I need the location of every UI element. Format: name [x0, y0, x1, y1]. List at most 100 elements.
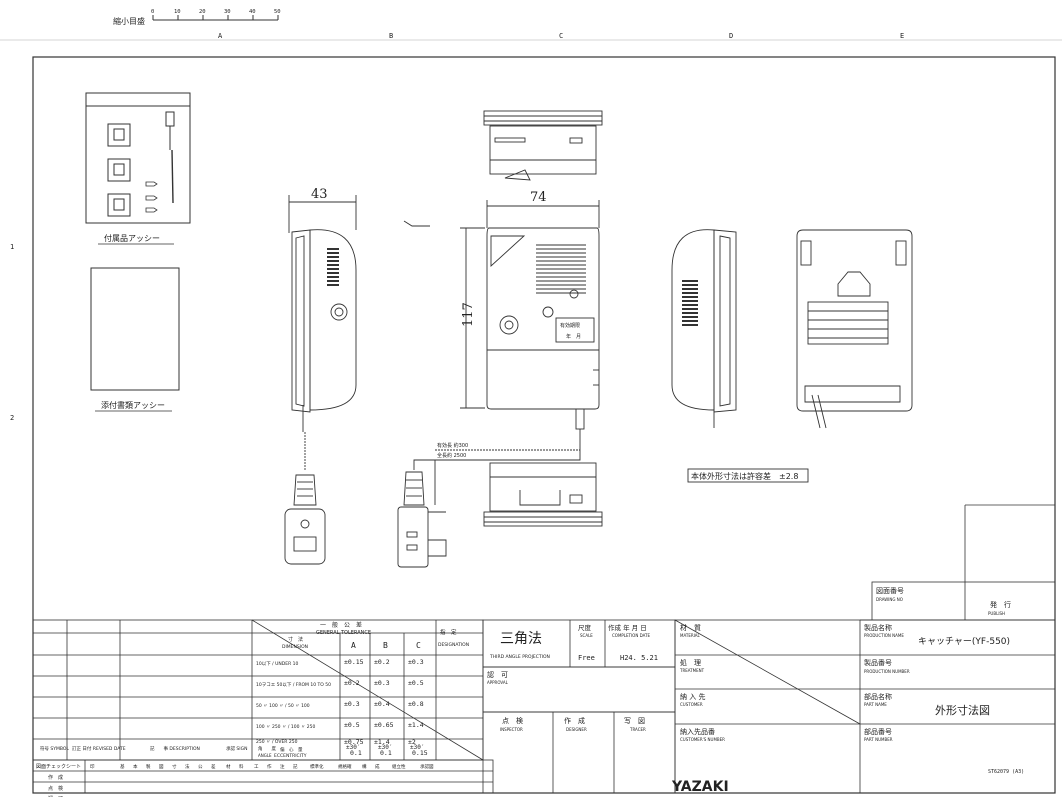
zone-labels: A B C D E 1 2: [0, 32, 1062, 422]
row-label: 2: [10, 414, 14, 422]
sheet-code: ST62079 (A3): [988, 769, 1024, 775]
scale-bar: 縮小目盛 0 10 20 30 40 50: [113, 9, 281, 26]
rear-view: [796, 229, 913, 429]
cord-total-length: 全長約 2500: [437, 452, 466, 459]
part-name-label: 部品名称: [864, 692, 892, 701]
publish-label-en: PUBLISH: [988, 611, 1005, 616]
check-column: 組立性: [392, 763, 406, 770]
general-tolerance-title-en: GENERAL TOLERANCE: [316, 630, 371, 636]
part-number-label-en: PART NUMBER: [864, 737, 893, 742]
approval-label: 認 可: [487, 670, 508, 679]
check-column: 印: [90, 763, 95, 770]
ecc-a: 0.1: [350, 749, 362, 757]
dim-width-side: 43: [311, 187, 328, 202]
angle-label: 角 度: [258, 745, 276, 752]
ecc-b: 0.1: [380, 749, 392, 757]
check-column: 図: [159, 764, 164, 770]
revision-header: 記 事 DESCRIPTION: [150, 745, 200, 752]
designer-label-en: DESIGNER: [566, 727, 587, 732]
tol-dim-3: 50 〃 100 〃 / 50 〃 100: [256, 703, 310, 709]
tol-a-5: ±0.75: [344, 738, 364, 746]
accessory-kit: 付属品アッシー: [85, 92, 191, 245]
scale-tick: 0: [151, 9, 154, 15]
row-label: 1: [10, 243, 14, 251]
bottom-view: [483, 462, 603, 527]
check-sheet-label: 図面チェックシート: [36, 764, 81, 770]
side-view-right: [671, 229, 737, 428]
projection-label: 三角法: [500, 631, 542, 647]
tolerance-note: 本体外形寸法は許容差 ±2.8: [687, 468, 809, 483]
tol-dim-1: 10以下 / UNDER 10: [256, 661, 298, 667]
scale-tick: 30: [224, 9, 231, 15]
part-number-label: 部品番号: [864, 727, 892, 736]
revision-header: 訂正 日付 REVISED DATE: [72, 745, 126, 752]
scale-value: Free: [578, 654, 595, 662]
documents-kit: 添付書類アッシー: [90, 267, 180, 412]
customer-number-label: 納入先品番: [680, 727, 715, 736]
column-label: B: [389, 32, 393, 40]
tolerance-note-text: 本体外形寸法は許容差 ±2.8: [691, 471, 798, 481]
scale-tick: 10: [174, 9, 181, 15]
completion-date-label: 作成 年 月 日: [608, 623, 647, 632]
class-c: C: [416, 641, 421, 650]
check-column: 法: [185, 763, 190, 770]
treatment-label: 処 理: [680, 658, 701, 667]
ecc-c: 0.15: [412, 749, 428, 757]
check-column: 基: [120, 763, 125, 770]
tol-c-1: ±0.3: [408, 658, 424, 666]
tol-b-1: ±0.2: [374, 658, 390, 666]
yazaki-logo: YAZAKI: [671, 779, 729, 795]
scale-bar-label: 縮小目盛: [113, 16, 145, 26]
angle-label-en: ANGLE: [258, 753, 272, 758]
accessory-kit-label: 付属品アッシー: [104, 233, 160, 243]
product-name-value: キャッチャー(YF-550): [918, 636, 1010, 647]
revision-header: 承認 SIGN: [226, 745, 247, 752]
designation-label-en: DESIGNATION: [438, 642, 469, 648]
cord-effective-length: 有効長 約300: [437, 442, 468, 449]
customer-label-en: CUSTOMER: [680, 702, 703, 707]
inspector-label: 点 検: [502, 716, 523, 725]
check-column: 工: [254, 764, 259, 770]
tol-a-2: ±0.2: [344, 679, 360, 687]
publish-label: 発 行: [990, 600, 1011, 609]
tol-dim-5: 250 〃 / OVER 250: [256, 739, 298, 745]
product-name-label: 製品名称: [864, 623, 892, 632]
tol-a-1: ±0.15: [344, 658, 364, 666]
eccentricity-label-en: ECCENTRICITY: [274, 753, 307, 759]
dimension-header: 寸 法: [288, 636, 303, 643]
check-column: 公: [198, 765, 203, 770]
check-column: 材: [226, 763, 231, 770]
tracer-label-en: TRACER: [629, 727, 646, 732]
sign-row: 点 検: [48, 785, 63, 792]
drawing-no-label-en: DRAWING NO: [876, 597, 903, 602]
customer-number-label-en: CUSTOMER'S NUMBER: [680, 737, 725, 742]
customer-label: 納 入 先: [680, 692, 705, 701]
check-column: 規格確: [338, 763, 352, 770]
tol-b-4: ±0.65: [374, 721, 394, 729]
column-label: C: [559, 32, 563, 40]
dim-height: 117: [461, 302, 476, 327]
projection-label-en: THIRD ANGLE PROJECTION: [489, 654, 550, 660]
tol-c-4: ±1.4: [408, 721, 424, 729]
angle-c: ±30′: [410, 744, 424, 751]
check-column: 作: [267, 763, 272, 770]
completion-date-value: H24. 5.21: [620, 654, 658, 662]
check-column: 寸: [172, 763, 177, 770]
product-name-label-en: PRODUCTION NAME: [864, 633, 904, 638]
tol-c-2: ±0.5: [408, 679, 424, 687]
product-number-label: 製品番号: [864, 658, 892, 667]
front-view: 74 117 有効期限 年 月 有効長 約300 全長約 2500: [397, 190, 600, 568]
tol-b-5: ±1.4: [374, 738, 390, 746]
frame-border: [32, 56, 1056, 794]
tol-dim-2: 10ヲコエ 50以下 / FROM 10 TO 50: [256, 682, 331, 688]
front-tag-expiry: 有効期限: [560, 322, 580, 329]
product-number-label-en: PRODUCTION NUMBER: [864, 669, 910, 674]
designer-label: 作 成: [564, 716, 585, 725]
approval-label-en: APPROVAL: [487, 680, 509, 685]
general-tolerance-title: 一 般 公 差: [320, 621, 362, 629]
class-b: B: [383, 641, 388, 650]
tol-a-3: ±0.3: [344, 700, 360, 708]
check-column: 料: [239, 763, 244, 770]
column-label: A: [218, 32, 223, 40]
